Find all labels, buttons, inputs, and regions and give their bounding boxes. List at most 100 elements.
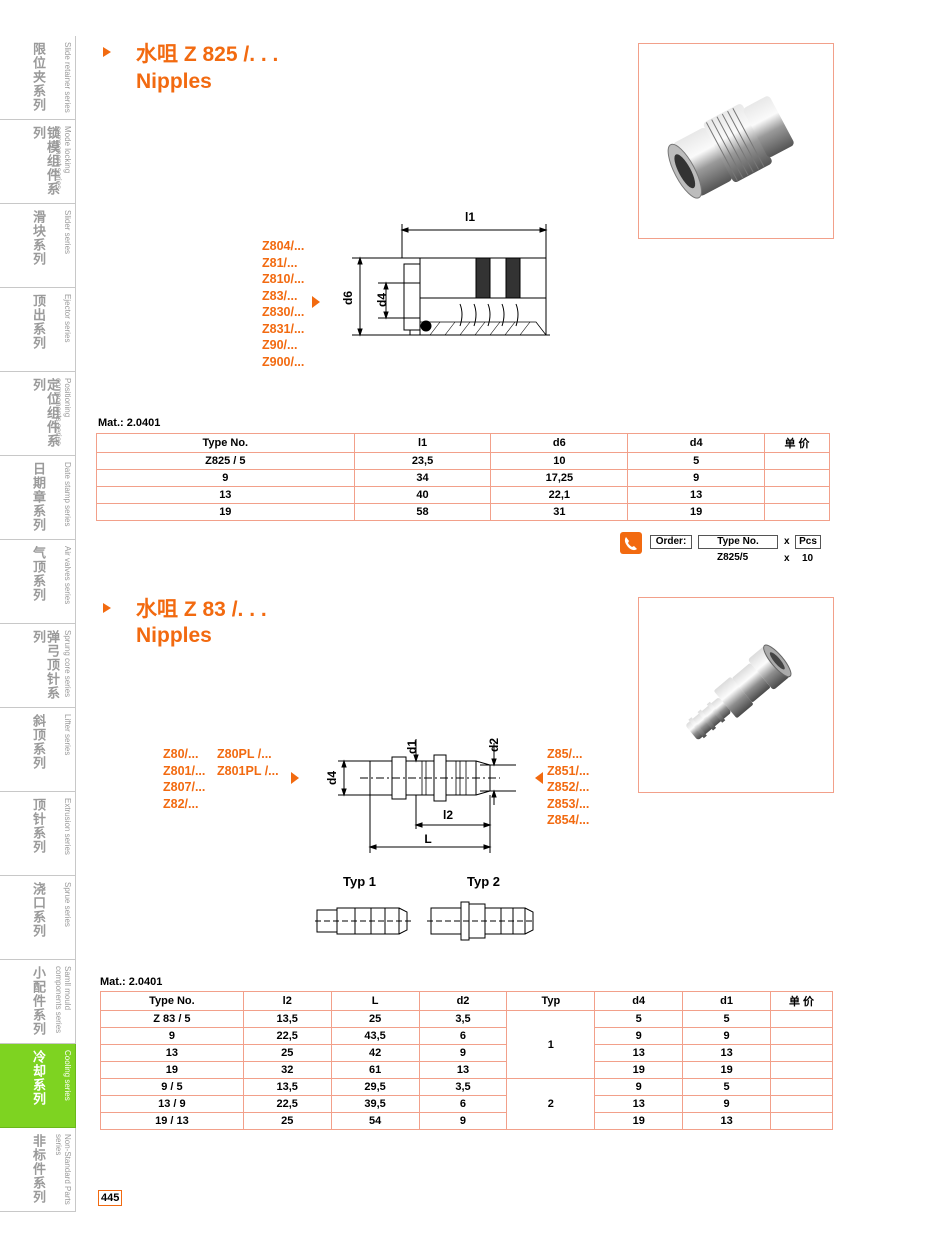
table-cell: 13 xyxy=(682,1044,772,1062)
compatible-type-label: Z851/... xyxy=(547,763,590,778)
table-cell: 42 xyxy=(330,1044,420,1062)
table-cell: 5 xyxy=(594,1010,684,1028)
section2-left-pointer xyxy=(291,772,299,784)
order-x-2: x xyxy=(784,553,790,564)
section1-material: Mat.: 2.0401 xyxy=(98,417,161,429)
compatible-type-label: Z830/... xyxy=(262,305,305,319)
table-cell: 32 xyxy=(242,1061,332,1079)
table-header: Type No. xyxy=(100,991,244,1011)
sidebar-item-label: 定位组件系列 xyxy=(30,378,59,448)
price-cell xyxy=(770,1010,833,1028)
section2-left-list-pl: Z80PL /...Z801PL /... xyxy=(217,746,279,779)
table-cell: 3,5 xyxy=(418,1010,508,1028)
table-header: 单 价 xyxy=(770,991,833,1011)
table-cell: 13,5 xyxy=(242,1010,332,1028)
sidebar-item-sublabel: Ejector series xyxy=(63,294,72,343)
table-cell: 61 xyxy=(330,1061,420,1079)
table-cell: 43,5 xyxy=(330,1027,420,1045)
sidebar-item-3[interactable]: 顶出系列 Ejector series xyxy=(0,288,76,372)
section1-drawing: l1 d6 d4 xyxy=(341,210,550,337)
table-cell: 13,5 xyxy=(242,1078,332,1096)
compatible-type-label: Z90/... xyxy=(262,338,298,352)
sidebar-item-label: 气顶系列 xyxy=(30,546,45,602)
sidebar-item-sublabel: Mode locking component series xyxy=(54,126,72,190)
table-cell: 34 xyxy=(353,469,492,487)
sidebar-item-label: 浇口系列 xyxy=(30,882,45,938)
sidebar-item-sublabel: Sprue series xyxy=(63,882,72,927)
table-cell: 19 xyxy=(100,1061,244,1079)
table-cell: 25 xyxy=(330,1010,420,1028)
table-cell: Z825 / 5 xyxy=(96,452,355,470)
section2-right-pointer xyxy=(535,772,543,784)
table-cell: 22,5 xyxy=(242,1027,332,1045)
compatible-type-label: Z810/... xyxy=(262,272,305,286)
compatible-type-label: Z82/... xyxy=(163,796,199,811)
table-cell xyxy=(764,486,830,504)
table-cell: 13 xyxy=(418,1061,508,1079)
dim-d4: d4 xyxy=(375,293,389,307)
compatible-type-label: Z801PL /... xyxy=(217,763,279,778)
sidebar-item-label: 日期章系列 xyxy=(30,462,45,532)
compatible-type-label: Z807/... xyxy=(163,780,206,794)
typ2-label: Typ 2 xyxy=(467,874,500,889)
compatible-type-label: Z801/... xyxy=(163,763,206,778)
typ-cell: 1 xyxy=(506,1010,596,1079)
section2-left-list: Z80/...Z801/...Z807/...Z82/... xyxy=(163,746,205,812)
sidebar-item-label: 锁模组件系列 xyxy=(30,126,59,196)
table-cell: 10 xyxy=(490,452,629,470)
sidebar-item-10[interactable]: 浇口系列 Sprue series xyxy=(0,876,76,960)
table-cell: 9 xyxy=(100,1027,244,1045)
section1-photo xyxy=(638,43,834,239)
section2-subtitle: Nipples xyxy=(136,624,212,647)
order-x-1: x xyxy=(784,536,790,547)
section1-pointer xyxy=(312,296,320,308)
price-cell xyxy=(770,1095,833,1113)
table-header: L xyxy=(330,991,420,1011)
table-cell: 54 xyxy=(330,1112,420,1130)
sidebar-item-label: 顶出系列 xyxy=(30,294,45,350)
price-cell xyxy=(770,1078,833,1096)
table-cell: 22,1 xyxy=(490,486,629,504)
table-cell: 31 xyxy=(490,503,629,521)
sidebar-item-label: 滑块系列 xyxy=(30,210,45,266)
order-type-header: Type No. xyxy=(698,535,778,549)
table-cell: 5 xyxy=(682,1010,772,1028)
table-cell: 9 / 5 xyxy=(100,1078,244,1096)
sidebar-item-sublabel: Cooling series xyxy=(63,1050,72,1101)
table-cell: 19 xyxy=(594,1112,684,1130)
table-header: 单 价 xyxy=(764,433,830,453)
table-cell: 3,5 xyxy=(418,1078,508,1096)
table-header: d4 xyxy=(627,433,766,453)
dim-L: L xyxy=(424,832,431,846)
dim-d6: d6 xyxy=(341,291,355,305)
sidebar-item-label: 小配件系列 xyxy=(30,966,45,1036)
table-cell: 9 xyxy=(418,1112,508,1130)
table-header: d6 xyxy=(490,433,629,453)
sidebar-item-label: 冷却系列 xyxy=(30,1050,45,1106)
dim-l2: l2 xyxy=(443,808,453,822)
sidebar-item-12[interactable]: 冷却系列 Cooling series xyxy=(0,1044,76,1128)
compatible-type-label: Z831/... xyxy=(262,321,305,336)
table-cell xyxy=(764,469,830,487)
section2-bullet xyxy=(103,603,111,613)
table-cell: 40 xyxy=(353,486,492,504)
table-cell: 13 xyxy=(100,1044,244,1062)
nipple-photo-illustration xyxy=(686,644,792,740)
order-label: Order: xyxy=(650,535,692,549)
page-number: 445 xyxy=(98,1190,123,1206)
order-pcs-header: Pcs xyxy=(795,535,821,549)
